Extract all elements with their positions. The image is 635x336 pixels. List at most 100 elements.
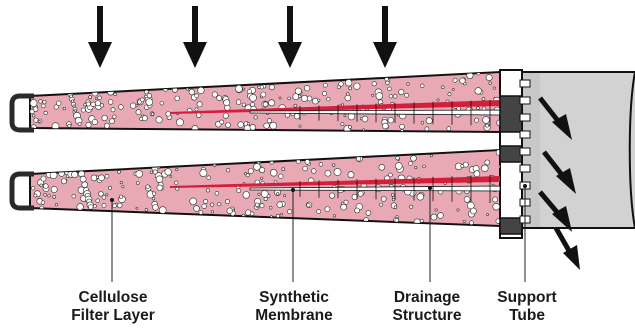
filter-pore <box>393 94 397 98</box>
filter-pore <box>118 170 121 173</box>
filter-pore <box>354 83 360 89</box>
filter-pore <box>415 166 417 168</box>
filter-pore <box>102 115 108 121</box>
filter-pore <box>242 103 245 106</box>
filter-pore <box>227 169 230 172</box>
filter-pore <box>260 96 262 98</box>
filter-pore <box>270 122 277 129</box>
label-support-tube: Support Tube <box>497 289 556 325</box>
filter-pore <box>202 204 207 209</box>
filter-pore <box>120 181 122 183</box>
filter-pore <box>258 193 260 195</box>
filter-pore <box>207 176 211 180</box>
filter-pore <box>388 87 392 91</box>
filter-pore <box>288 97 291 100</box>
filter-pore <box>96 199 100 203</box>
filter-pore <box>327 97 331 101</box>
filter-pore <box>437 99 439 101</box>
filter-pore <box>396 156 400 160</box>
filter-pore <box>349 87 352 90</box>
filter-pore <box>254 164 261 171</box>
filter-pore <box>53 195 56 198</box>
filter-pore <box>486 74 492 80</box>
filter-pore <box>204 199 208 203</box>
filter-pore <box>389 95 393 99</box>
filter-pore <box>344 200 348 204</box>
filter-pore <box>197 102 202 107</box>
filter-pore <box>284 195 286 197</box>
filter-pore <box>435 209 437 211</box>
label-line: Filter Layer <box>71 307 155 325</box>
filter-pore <box>425 127 429 131</box>
filter-pore <box>410 205 413 208</box>
filter-pore <box>244 173 246 175</box>
filter-pore <box>348 172 354 178</box>
filter-pore <box>243 192 250 199</box>
filter-pore <box>119 195 122 198</box>
filter-pore <box>104 123 109 128</box>
label-synthetic-membrane: Synthetic Membrane <box>255 289 333 325</box>
filter-pore <box>73 105 75 107</box>
filter-pore <box>341 204 347 210</box>
filter-pore <box>395 163 402 170</box>
filter-pore <box>477 107 480 110</box>
filter-pore <box>334 168 341 175</box>
filter-pore <box>299 125 301 127</box>
filter-pore <box>152 198 155 201</box>
filter-pore <box>396 216 398 218</box>
filter-pore <box>322 91 326 95</box>
filter-pore <box>332 164 335 167</box>
filter-pore <box>99 175 105 181</box>
filter-pore <box>108 100 113 105</box>
filter-pore <box>146 185 150 189</box>
filter-pore <box>250 94 257 101</box>
filter-pore <box>74 110 76 112</box>
filter-pore <box>482 97 485 100</box>
filter-pore <box>211 203 214 206</box>
filter-pore <box>142 116 147 121</box>
outflow-arrow-4 <box>556 228 580 270</box>
tube-perforation <box>520 114 530 121</box>
filter-pore <box>263 102 268 107</box>
filter-pore <box>225 199 229 203</box>
filter-pore <box>333 215 335 217</box>
filter-pore <box>394 206 397 209</box>
filter-pore <box>417 193 424 200</box>
filter-pore <box>288 209 292 213</box>
filter-pore <box>277 202 283 208</box>
upper-pleat <box>12 71 522 132</box>
filter-pore <box>140 98 144 102</box>
filter-pore <box>248 169 253 174</box>
filter-pore <box>114 93 117 96</box>
filter-pore <box>388 117 394 123</box>
filter-pore <box>355 208 360 213</box>
filter-pore <box>72 194 76 198</box>
filter-pore <box>130 103 136 109</box>
filter-pore <box>44 111 47 114</box>
filter-pore <box>153 205 159 211</box>
filter-pore <box>159 207 166 214</box>
tube-perforation <box>520 80 530 87</box>
filter-pore <box>395 218 399 222</box>
filter-pore <box>392 198 395 201</box>
filter-pore <box>136 104 138 106</box>
filter-pore <box>31 186 35 190</box>
filter-pore <box>372 82 376 86</box>
filter-pore <box>153 170 157 174</box>
filter-pore <box>344 115 346 117</box>
filter-pore <box>421 121 424 124</box>
filter-pore <box>237 189 241 193</box>
filter-pore <box>174 181 178 185</box>
filter-pore <box>464 196 470 202</box>
filter-pore <box>380 203 383 206</box>
filter-pore <box>61 179 66 184</box>
filter-pore <box>199 211 203 215</box>
filter-pore <box>117 203 122 208</box>
filter-pore <box>232 209 234 211</box>
filter-pore <box>247 123 250 126</box>
filter-pore <box>122 186 124 188</box>
filter-pore <box>190 198 197 205</box>
filter-pore <box>95 101 100 106</box>
inflow-arrow-3 <box>278 6 302 68</box>
